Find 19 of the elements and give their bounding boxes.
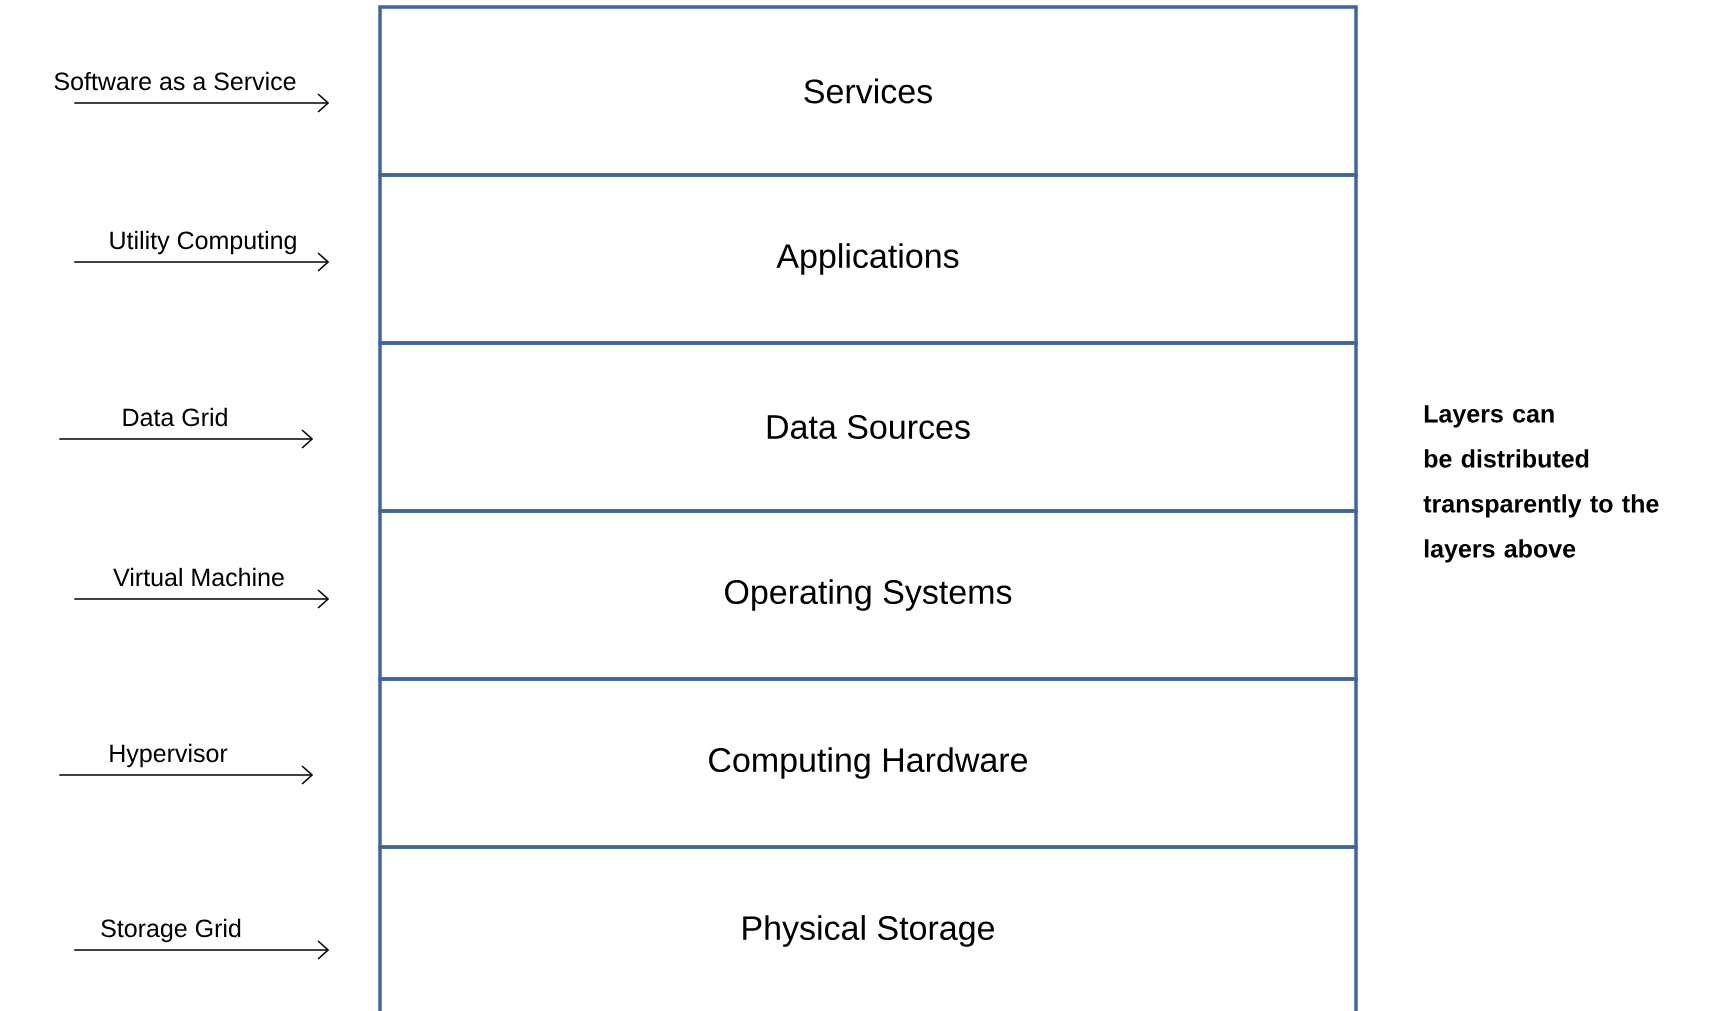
edge-label: Software as a Service: [54, 71, 296, 91]
arrow: [58, 765, 314, 785]
edge-label: Utility Computing: [110, 230, 296, 255]
arrow: [73, 940, 330, 960]
edge-label: Data Grid: [123, 407, 227, 427]
note-text: Layers can be distributed transparently to the layers above: [1423, 405, 1659, 563]
layer-box: Services: [378, 5, 1358, 177]
layer-box: Physical Storage: [378, 845, 1358, 1011]
edge-label: Hypervisor: [110, 743, 228, 768]
arrow: [73, 589, 330, 609]
layer-box: Computing Hardware: [378, 677, 1358, 849]
layer-box: Data Sources: [378, 341, 1358, 513]
arrow: [58, 429, 314, 449]
arrow: [73, 93, 330, 113]
edge-label: Storage Grid: [101, 918, 241, 943]
edge-label: Virtual Machine: [113, 567, 284, 587]
layer-box: Operating Systems: [378, 509, 1358, 681]
layer-box: Applications: [378, 173, 1358, 345]
arrow: [73, 252, 330, 272]
